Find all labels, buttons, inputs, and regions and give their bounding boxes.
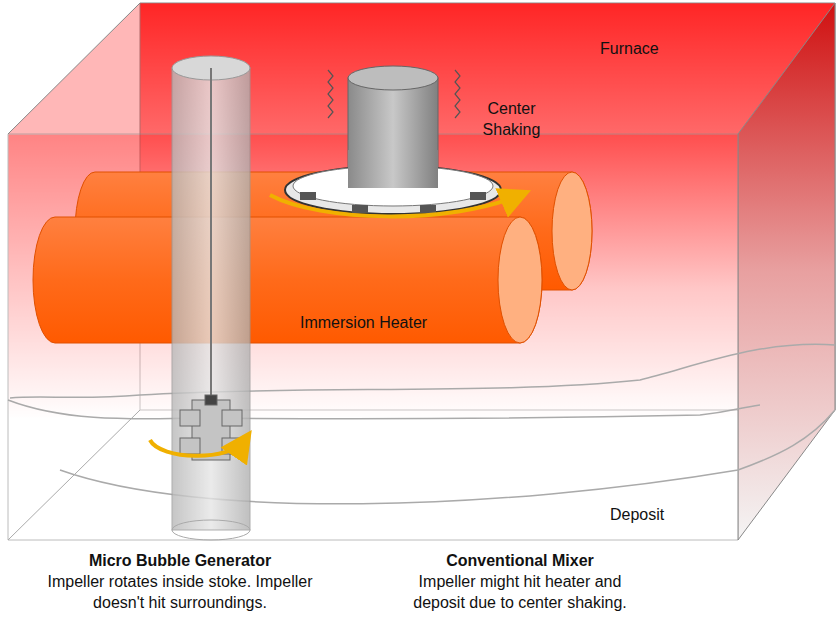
caption-heading: Conventional Mixer <box>370 550 670 571</box>
caption-heading: Micro Bubble Generator <box>30 550 330 571</box>
region-label: Furnace <box>600 38 720 59</box>
caption-body: Impeller might hit heater and deposit du… <box>395 571 645 613</box>
region-label: Deposit <box>610 504 700 525</box>
motion-label: Center Shaking <box>474 98 549 140</box>
part-label: Immersion Heater <box>300 312 480 333</box>
caption-body: Impeller rotates inside stoke. Impeller … <box>30 571 330 613</box>
